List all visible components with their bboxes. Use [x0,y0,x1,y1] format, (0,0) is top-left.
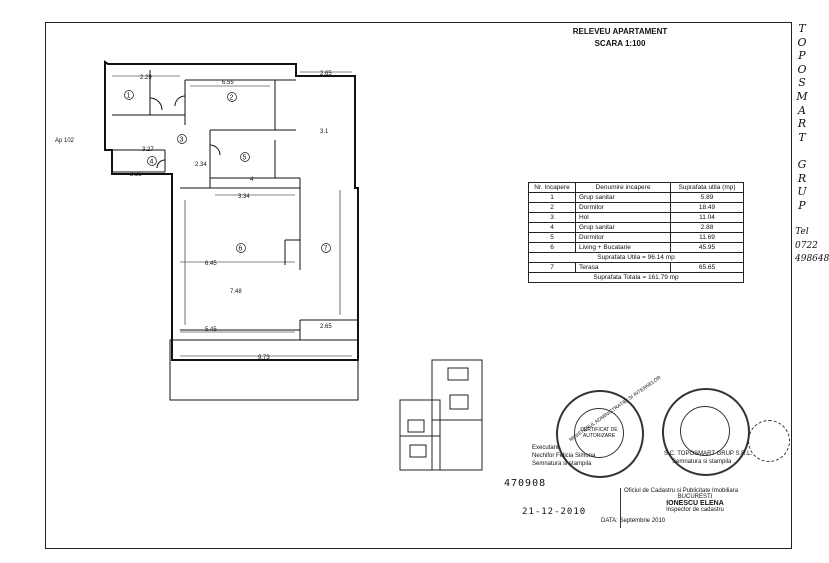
room-number: 2 [528,202,576,213]
svg-text:1: 1 [127,93,131,100]
room-name: Living + Bucatarie [575,242,671,253]
total-area: Suprafata Totala = 161.79 mp [528,272,744,283]
useful-area-total-row: Suprafata Utila = 96.14 mp [528,252,744,263]
svg-text:2.65: 2.65 [320,324,332,330]
table-header-row: Nr. Incapere Denumire incapere Suprafata… [528,182,744,193]
apartment-pointer-label: Ap 102 [55,138,75,144]
office-name: Oficiul de Cadastru si Publicitate Imobi… [624,488,739,494]
side-letter: M [796,89,808,103]
svg-text:2.65: 2.65 [320,71,332,77]
svg-text:4: 4 [250,177,254,183]
room-name: Terasa [575,262,671,273]
svg-text:6: 6 [239,246,243,253]
inspector-name: IONESCU ELENA [666,500,724,507]
header-room-number: Nr. Incapere [528,182,576,193]
svg-text:7: 7 [324,246,328,253]
side-letter: T [798,130,806,144]
stamp-certificate-text: CERTIFICAT DE AUTORIZARE [580,427,618,439]
svg-text:3.1: 3.1 [320,129,329,135]
side-letter: R [797,171,807,185]
side-letter: O [797,35,807,49]
room-number: 4 [528,222,576,233]
room-area: 65.65 [670,262,744,273]
room-name: Grup sanitar [575,222,671,233]
executant-signature-label: Semnatura si stampila [532,461,592,467]
room-area: 2.88 [670,222,744,233]
svg-text:6.45: 6.45 [205,261,217,267]
room-area: 11.04 [670,212,744,223]
svg-text:2.35: 2.35 [130,172,142,178]
svg-text:2: 2 [230,95,234,102]
executant-stamp: MINISTERUL ADMINISTRATIEI SI INTERNELOR [556,375,662,478]
side-letter: G [797,157,807,171]
document-title: RELEVEU APARTAMENT [572,27,668,36]
room-area: 45.95 [670,242,744,253]
side-letter: U [797,185,807,199]
side-letter: P [798,198,806,212]
drawing-date: DATA: Septembrie 2010 [601,518,666,524]
room-number: 1 [528,192,576,203]
cadastre-stamp [748,420,790,462]
svg-text:9.73: 9.73 [258,355,270,361]
side-letter: R [797,117,807,131]
room-number: 6 [528,242,576,253]
company-stamp-inner [680,406,730,456]
svg-text:3: 3 [180,137,184,144]
room-name: Dormitor [575,202,671,213]
room-name: Dormitor [575,232,671,243]
side-letter: Tel [795,226,809,237]
header-useful-area: Suprafata utila (mp) [670,182,744,193]
room-area: 5.89 [670,192,744,203]
svg-text:7.48: 7.48 [230,289,242,295]
company-signature-label: Semnatura si stampila [672,459,732,465]
handwritten-date: 21-12-2010 [522,507,587,517]
company-name: S.C. TOPOSMART GRUP S.R.L. [664,451,753,457]
room-area: 18.49 [670,202,744,213]
useful-area-total: Suprafata Utila = 96.14 mp [528,252,744,263]
svg-text:3.27: 3.27 [142,147,154,153]
registration-number: 470908 [504,478,547,489]
drawing-frame [45,22,792,549]
drawing-scale: SCARA 1:100 [594,39,646,48]
side-letter: T [798,22,806,35]
total-area-row: Suprafata Totala = 161.79 mp [528,272,744,283]
office-city: BUCURESTI [677,494,713,500]
cadastre-office-block: Oficiul de Cadastru si Publicitate Imobi… [620,488,766,528]
side-letter: O [797,62,807,76]
executant-name: Nechifor Felicia Simona [532,453,596,459]
svg-text:4: 4 [150,159,154,166]
svg-text:5.45: 5.45 [205,327,217,333]
room-number: 7 [528,262,576,273]
room-area-table: Nr. Incapere Denumire incapere Suprafata… [528,182,744,283]
side-letter: A [798,103,806,117]
side-letter: S [798,76,806,90]
inspector-role: Inspector de cadastru [666,507,724,513]
svg-text:3.34: 3.34 [238,194,250,200]
header-room-name: Denumire incapere [575,182,671,193]
svg-text:6.55: 6.55 [222,80,234,86]
svg-text:2.29: 2.29 [140,75,152,81]
room-name: Grup sanitar [575,192,671,203]
room-number: 3 [528,212,576,223]
executant-stamp-inner: CERTIFICAT DE AUTORIZARE [574,408,624,458]
room-name: Hol [575,212,671,223]
room-number: 5 [528,232,576,243]
side-letter: P [798,49,806,63]
side-letter: 0722 [795,240,818,251]
room-area: 11.69 [670,232,744,243]
svg-text:2.34: 2.34 [195,162,207,168]
executant-label: Executant [532,445,559,451]
svg-text:5: 5 [243,155,247,162]
